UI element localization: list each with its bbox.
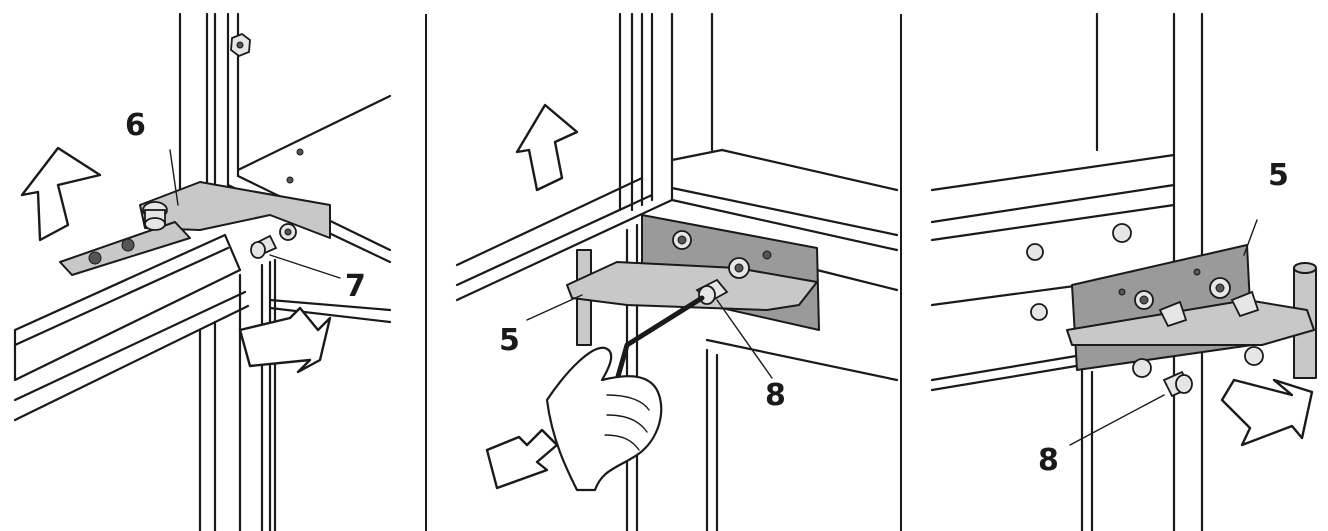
up-arrow-icon: [515, 103, 579, 192]
callout-label-8: 8: [765, 378, 786, 413]
hex-key-icon: [614, 295, 705, 383]
panel-1: 6 7: [13, 12, 392, 531]
callout-label-6: 6: [125, 108, 146, 143]
out-arrow-icon: [485, 428, 559, 490]
leader-line-8: [716, 299, 773, 379]
callout-label-5: 5: [1268, 158, 1289, 193]
in-arrow-icon: [1220, 378, 1314, 447]
hinge-5: [566, 214, 820, 346]
cabinet-post: [178, 12, 240, 207]
hand-icon: [545, 346, 663, 492]
leader-line-8: [1069, 394, 1165, 446]
screw-7: [169, 149, 341, 279]
out-arrow-icon: [238, 306, 332, 374]
leader-line-5: [526, 294, 583, 321]
callout-label-5: 5: [499, 323, 520, 358]
screw-8: [695, 278, 729, 305]
leader-line-5: [1243, 219, 1258, 256]
panel-2: 5 8: [455, 12, 899, 531]
hinge-6: [59, 181, 331, 276]
up-arrow-icon: [20, 146, 102, 242]
hinge-5: [1066, 244, 1317, 379]
nut-icon: [230, 32, 251, 58]
cabinet-top: [226, 94, 392, 264]
callout-label-8: 8: [1038, 443, 1059, 478]
cabinet-interior: [670, 12, 899, 531]
panel-divider-2: [900, 14, 902, 531]
panel-3: 5 8: [930, 12, 1317, 531]
door-frame: [13, 233, 392, 531]
panel-divider-1: [425, 14, 427, 531]
callout-label-7: 7: [345, 269, 366, 304]
screw-8: [1162, 370, 1193, 398]
